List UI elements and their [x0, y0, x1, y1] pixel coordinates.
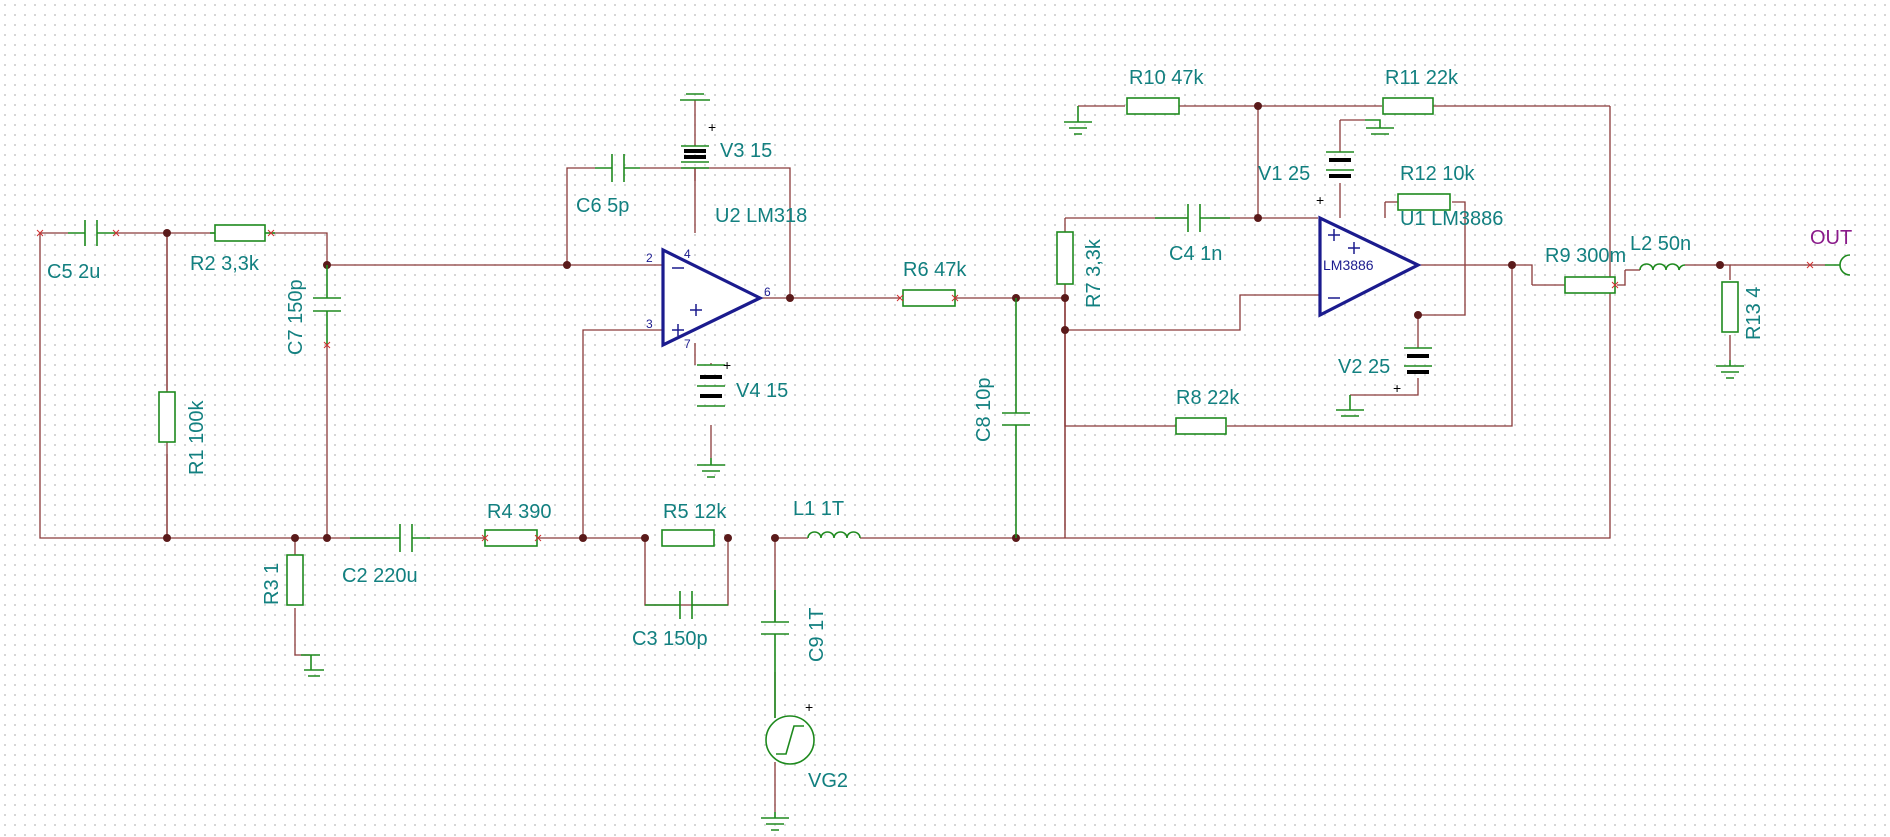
capacitor-c6[interactable] [595, 154, 640, 182]
resistor-r5[interactable] [661, 529, 715, 547]
label-r6: R6 47k [903, 259, 967, 281]
ground-icon [1365, 119, 1394, 135]
label-v4: V4 15 [736, 380, 788, 402]
opamp-u2[interactable] [661, 247, 764, 348]
resistor-r13[interactable] [1721, 281, 1739, 333]
ground-icon [1336, 395, 1364, 417]
label-c9: C9 1T [806, 608, 828, 662]
svg-text:7: 7 [684, 337, 691, 351]
capacitor-c4[interactable] [1155, 204, 1230, 232]
pin-markers [36, 229, 1814, 542]
label-u1: U1 LM3886 [1400, 208, 1503, 230]
battery-v1[interactable] [1326, 151, 1354, 178]
label-c8: C8 10p [973, 378, 995, 443]
resistor-r10[interactable] [1126, 97, 1180, 115]
label-l2: L2 50n [1630, 233, 1691, 255]
label-r11: R11 22k [1385, 67, 1459, 89]
label-v3: V3 15 [720, 140, 772, 162]
resistor-r9[interactable] [1564, 276, 1616, 294]
battery-v4[interactable] [697, 364, 725, 407]
label-r10: R10 47k [1129, 67, 1204, 89]
label-r9: R9 300m [1545, 245, 1626, 267]
label-r5: R5 12k [663, 501, 727, 523]
resistor-r7[interactable] [1056, 231, 1074, 285]
ground-icon [1716, 360, 1744, 379]
label-c3: C3 150p [632, 628, 708, 650]
svg-text:+: + [723, 357, 731, 373]
label-out: OUT [1810, 227, 1852, 249]
label-vg2: VG2 [808, 770, 848, 792]
inductor-l1[interactable] [807, 531, 861, 539]
battery-v2[interactable] [1404, 347, 1432, 374]
label-c4: C4 1n [1169, 243, 1222, 265]
svg-text:4: 4 [684, 247, 691, 261]
label-r7: R7 3,3k [1083, 238, 1105, 308]
label-r1: R1 100k [186, 400, 208, 475]
capacitor-c2[interactable] [350, 524, 430, 552]
capacitor-c8[interactable] [1002, 298, 1030, 538]
label-u1-body: LM3886 [1323, 257, 1374, 273]
label-r12: R12 10k [1400, 163, 1475, 185]
label-r4: R4 390 [487, 501, 552, 523]
resistor-r2[interactable] [210, 224, 275, 242]
resistor-r3[interactable] [286, 554, 304, 606]
battery-v3[interactable] [681, 145, 709, 169]
svg-text:3: 3 [646, 317, 653, 331]
svg-text:2: 2 [646, 251, 653, 265]
label-r3: R3 1 [261, 563, 283, 605]
label-c2: C2 220u [342, 565, 418, 587]
capacitor-c3[interactable] [645, 591, 728, 619]
inductor-l2[interactable] [1639, 263, 1686, 271]
resistor-r8[interactable] [1175, 417, 1227, 435]
label-c7: C7 150p [285, 279, 307, 355]
resistor-r12[interactable] [1397, 193, 1451, 211]
svg-text:+: + [1316, 192, 1324, 208]
output-connector[interactable] [1825, 254, 1851, 276]
svg-text:+: + [708, 119, 716, 135]
svg-text:6: 6 [764, 285, 771, 299]
resistor-r6[interactable] [902, 289, 956, 307]
resistor-r1[interactable] [158, 391, 176, 443]
resistor-r11[interactable] [1382, 97, 1434, 115]
ground-icon [697, 458, 725, 478]
svg-text:+: + [1393, 380, 1401, 396]
label-u2: U2 LM318 [715, 205, 807, 227]
capacitor-c7[interactable] [313, 265, 341, 345]
pin-numbers: 2 3 4 6 7 [646, 247, 771, 351]
ground-icon [680, 93, 710, 101]
label-c5: C5 2u [47, 261, 100, 283]
wires [39, 100, 1825, 812]
svg-text:+: + [805, 699, 813, 715]
component-labels: C5 2u R2 3,3k C7 150p R1 100k R3 1 C2 22… [47, 67, 1852, 792]
label-r13: R13 4 [1743, 287, 1765, 340]
ground-icon [1064, 106, 1092, 135]
resistor-r4[interactable] [484, 529, 538, 547]
capacitor-c9[interactable] [761, 590, 789, 672]
ground-icon [761, 812, 789, 831]
label-r8: R8 22k [1176, 387, 1240, 409]
ground-icon [301, 654, 324, 677]
capacitor-c5[interactable] [68, 220, 116, 246]
label-r2: R2 3,3k [190, 253, 260, 275]
label-v2: V2 25 [1338, 356, 1390, 378]
opamp-u1[interactable] [1318, 215, 1422, 318]
junctions [163, 102, 1724, 542]
label-c6: C6 5p [576, 195, 629, 217]
label-v1: V1 25 [1258, 163, 1310, 185]
label-l1: L1 1T [793, 498, 844, 520]
signal-generator-vg2[interactable] [765, 672, 815, 765]
polarity-signs: + + + + + [708, 119, 1401, 715]
